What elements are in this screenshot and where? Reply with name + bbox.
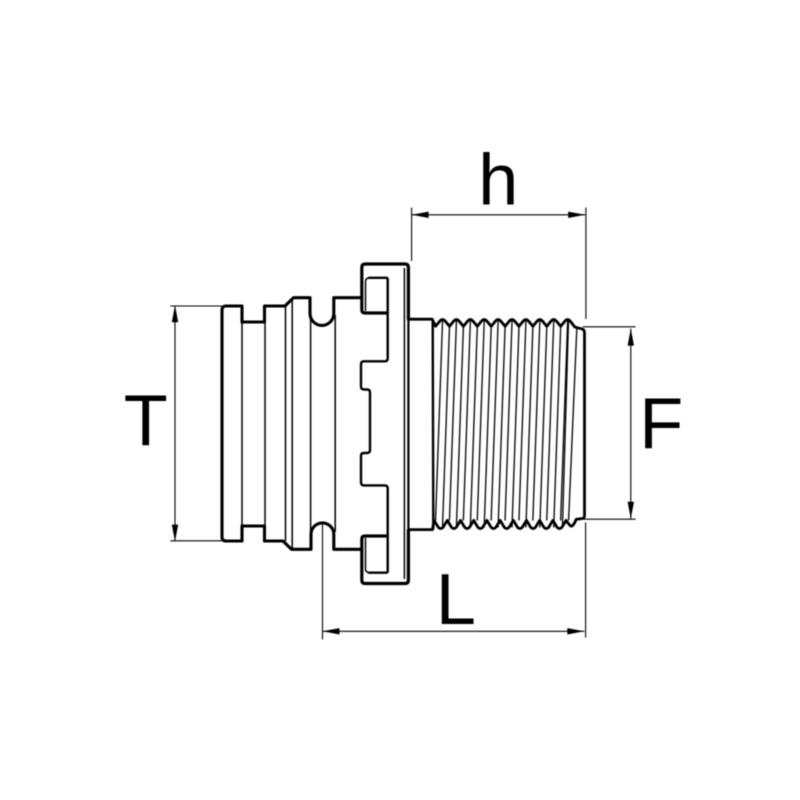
svg-text:T: T: [124, 382, 168, 462]
svg-text:L: L: [436, 560, 476, 640]
svg-text:F: F: [639, 384, 683, 464]
svg-text:h: h: [478, 140, 518, 220]
